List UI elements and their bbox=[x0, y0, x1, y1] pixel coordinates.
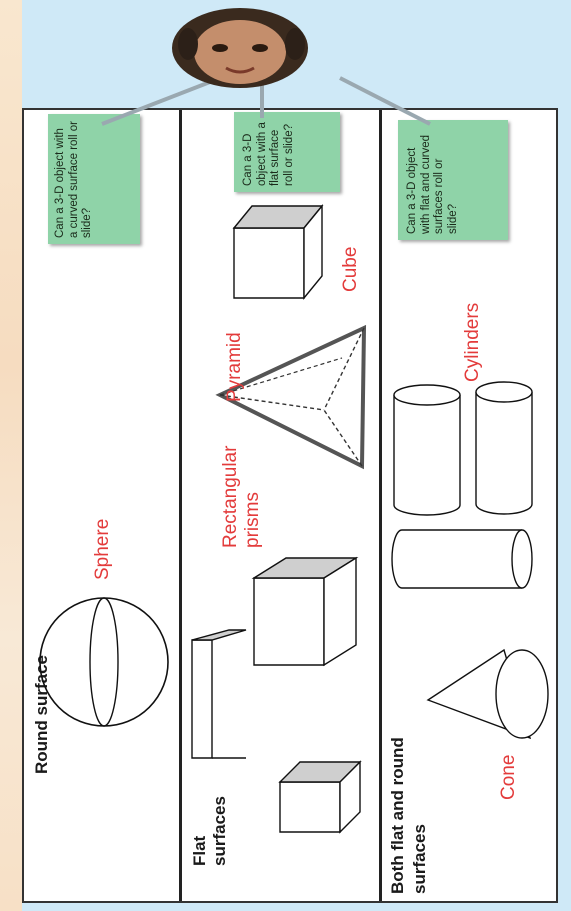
cylinder-horizontal-shape bbox=[391, 529, 533, 589]
round-flat-shapes-drawing bbox=[391, 381, 549, 740]
cylinder-wide-shape bbox=[475, 381, 533, 515]
shapes-chart: Round surface Sphere Can a 3-D object wi… bbox=[22, 108, 558, 903]
column-divider-2 bbox=[379, 110, 382, 901]
callout-line-both bbox=[339, 76, 431, 126]
both-surfaces-question-note: Can a 3-D object with flat and curved su… bbox=[398, 120, 508, 240]
cube-shape bbox=[232, 204, 324, 300]
speaker-avatar-icon bbox=[140, 0, 340, 100]
flat-surfaces-question-note: Can a 3-D object with a flat surface rol… bbox=[234, 112, 340, 192]
left-decorative-stripe bbox=[0, 0, 22, 911]
round-surface-question-note: Can a 3-D object with a curved surface r… bbox=[48, 114, 140, 244]
cylinder-tall-shape bbox=[393, 384, 461, 516]
tall-prism-shape bbox=[191, 629, 247, 759]
flat-shapes-drawing bbox=[191, 204, 367, 834]
column-divider-1 bbox=[179, 110, 182, 901]
pyramid-shape bbox=[215, 324, 367, 470]
callout-line-round bbox=[101, 73, 229, 126]
rectangular-prism-small-shape bbox=[278, 760, 362, 834]
rectangular-prism-large-shape bbox=[251, 556, 359, 667]
sphere-shape bbox=[39, 597, 169, 727]
cone-shape bbox=[426, 648, 549, 740]
